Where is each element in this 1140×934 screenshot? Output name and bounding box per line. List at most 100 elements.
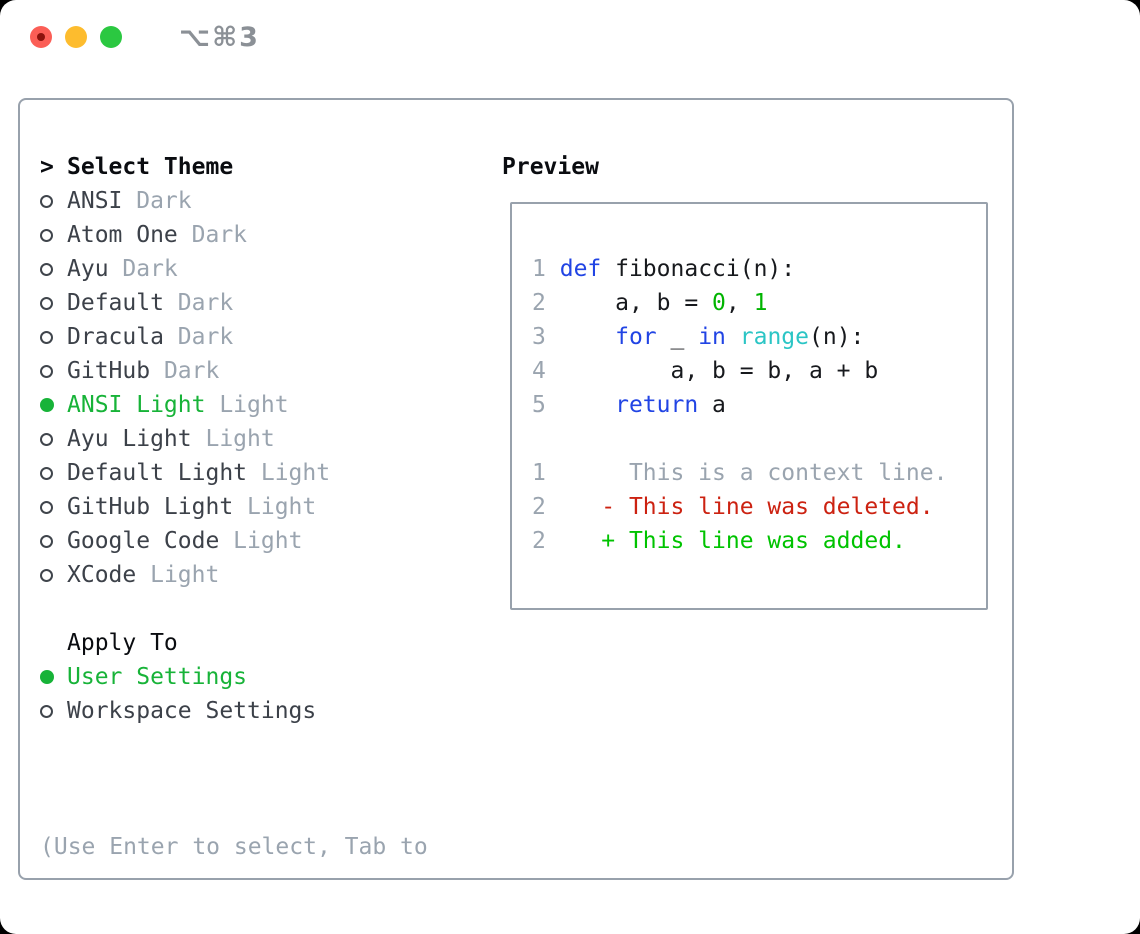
theme-option-label: Ayu [67,256,109,282]
radio-unselected-icon [40,262,53,276]
line-number: 2 [532,290,546,316]
spacer: Google Code Light [67,524,302,558]
code-segment: def [559,256,602,282]
spacer: ANSI Light Light [67,388,289,422]
radio-unselected-icon [40,704,53,718]
code-segment [546,324,615,350]
radio-unselected-icon [40,432,53,446]
spacer [40,262,67,276]
code-segment: - This line was deleted. [601,494,934,520]
line-number: 2 [532,528,546,554]
window-shortcut-label: ⌥⌘3 [179,21,260,53]
spacer [40,398,67,412]
spacer: XCode Light [67,558,219,592]
theme-option-label: ANSI Light [67,392,206,418]
theme-list-title: Select Theme [67,154,234,180]
code-segment: (n): [809,324,865,350]
theme-option-default[interactable]: Default Dark [40,286,428,320]
theme-option-dracula[interactable]: Dracula Dark [40,320,428,354]
spacer: Atom One Dark [67,218,247,252]
spacer: Ayu Light Light [67,422,275,456]
spacer [40,466,67,480]
line-number: 4 [532,358,546,384]
close-button[interactable] [30,26,52,48]
spacer: Default Light Light [67,456,330,490]
code-segment [726,324,740,350]
theme-option-label: GitHub Light [67,494,234,520]
apply-option-label: Workspace Settings [67,698,317,724]
diff-line: 1 This is a context line. [532,456,986,490]
theme-list-header: > Select Theme [40,150,428,184]
code-segment [546,392,615,418]
zoom-button[interactable] [100,26,122,48]
theme-option-ansi[interactable]: ANSI Dark [40,184,428,218]
theme-option-atom-one[interactable]: Atom One Dark [40,218,428,252]
code-segment [546,256,560,282]
radio-unselected-icon [40,500,53,514]
code-segment [546,494,601,520]
selection-caret-icon: > [40,154,54,180]
line-number: 1 [532,256,546,282]
spacer: ANSI Dark [67,184,192,218]
theme-option-ayu[interactable]: Ayu Dark [40,252,428,286]
theme-option-label: XCode [67,562,137,588]
theme-option-tag: Dark [150,358,220,384]
spacer: GitHub Dark [67,354,219,388]
radio-unselected-icon [40,330,53,344]
theme-option-default-light[interactable]: Default Light Light [40,456,428,490]
theme-option-label: Dracula [67,324,164,350]
theme-option-ansi-light[interactable]: ANSI Light Light [40,388,428,422]
theme-option-label: Google Code [67,528,220,554]
spacer [40,500,67,514]
code-segment: return [615,392,699,418]
radio-selected-icon [40,398,54,412]
apply-option-user-settings[interactable]: User Settings [40,660,428,694]
spacer: Dracula Dark [67,320,233,354]
apply-to-header-row: Apply To [40,626,428,660]
code-segment: in [698,324,726,350]
theme-option-label: Default [67,290,164,316]
code-segment: 1 [753,290,768,316]
apply-option-workspace-settings[interactable]: Workspace Settings [40,694,428,728]
code-segment: This is a context line. [545,460,948,486]
code-segment: _ [656,324,699,350]
line-number: 5 [532,392,546,418]
theme-option-tag: Light [205,392,289,418]
spacer [40,704,67,718]
radio-selected-icon [40,670,54,684]
theme-option-ayu-light[interactable]: Ayu Light Light [40,422,428,456]
code-segment: a [698,392,726,418]
diff-line: 2 + This line was added. [532,524,986,558]
diff-block: 1 This is a context line.2 - This line w… [532,456,986,558]
theme-option-tag: Light [233,494,317,520]
theme-option-google-code[interactable]: Google Code Light [40,524,428,558]
minimize-button[interactable] [65,26,87,48]
spacer [40,592,428,626]
theme-option-tag: Dark [122,188,192,214]
theme-option-xcode[interactable]: XCode Light [40,558,428,592]
theme-option-github-light[interactable]: GitHub Light Light [40,490,428,524]
code-line: 4 a, b = b, a + b [532,354,986,388]
theme-option-tag: Light [136,562,220,588]
spacer [40,568,67,582]
spacer [40,364,67,378]
titlebar: ⌥⌘3 [0,0,1140,74]
preview-title: Preview [502,154,599,180]
theme-option-tag: Dark [163,290,234,316]
spacer: GitHub Light Light [67,490,316,524]
theme-option-tag: Dark [163,324,234,350]
spacer [40,728,428,762]
spacer [40,194,67,208]
code-segment: range [739,324,810,350]
diff-line: 2 - This line was deleted. [532,490,986,524]
theme-option-tag: Light [247,460,331,486]
radio-unselected-icon [40,296,53,310]
radio-unselected-icon [40,194,53,208]
theme-option-github[interactable]: GitHub Dark [40,354,428,388]
